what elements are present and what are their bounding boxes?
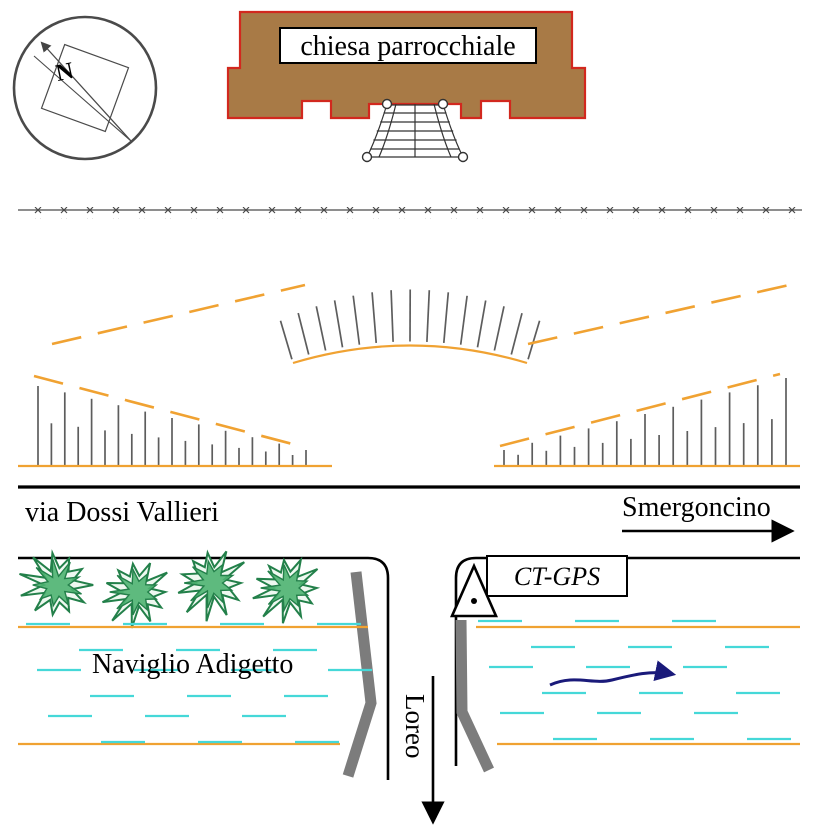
road: via Dossi Vallieri Smergoncino bbox=[18, 485, 800, 543]
wingwall-right bbox=[455, 619, 494, 773]
embankment-dashed-left-slope bbox=[33, 374, 301, 448]
canal: Naviglio Adigetto CT-GPS Loreo bbox=[18, 549, 800, 825]
church-building: chiesa parrocchiale bbox=[226, 10, 587, 163]
water-right bbox=[478, 619, 791, 741]
flow-direction-arrow bbox=[549, 660, 677, 687]
church-stairs bbox=[361, 98, 469, 163]
hachures-left bbox=[37, 386, 307, 465]
embankment-dashed-right-slope bbox=[499, 372, 781, 448]
survey-point-dot bbox=[471, 598, 477, 604]
embankment bbox=[18, 281, 800, 468]
compass-circle bbox=[12, 15, 158, 161]
canal-name-label: Naviglio Adigetto bbox=[92, 649, 293, 680]
embankment-dashed-left-upper bbox=[51, 283, 306, 346]
fence-line bbox=[18, 207, 802, 219]
gps-label: CT-GPS bbox=[514, 562, 600, 591]
compass-rose: N bbox=[12, 15, 158, 161]
survey-triangle-marker bbox=[450, 562, 498, 618]
hachure-fan bbox=[279, 289, 541, 360]
wingwall-left bbox=[342, 571, 377, 778]
compass-needle-edge bbox=[33, 55, 132, 142]
bushes bbox=[19, 549, 321, 629]
embankment-arc bbox=[292, 344, 528, 365]
water-left bbox=[26, 622, 372, 744]
compass-diamond bbox=[40, 43, 130, 133]
hachures-right bbox=[503, 378, 787, 465]
church-label-box bbox=[279, 27, 537, 64]
canal-bank-right bbox=[454, 556, 800, 766]
smergoncino-label: Smergoncino bbox=[622, 492, 771, 523]
compass-needle bbox=[40, 41, 132, 142]
compass-north-label: N bbox=[54, 58, 77, 87]
canal-bank-left bbox=[18, 556, 390, 780]
church-label: chiesa parrocchiale bbox=[300, 31, 515, 62]
loreo-label: Loreo bbox=[400, 694, 430, 758]
gps-label-box bbox=[486, 555, 628, 597]
road-name-label: via Dossi Vallieri bbox=[25, 497, 219, 528]
embankment-dashed-right-upper bbox=[527, 281, 799, 346]
